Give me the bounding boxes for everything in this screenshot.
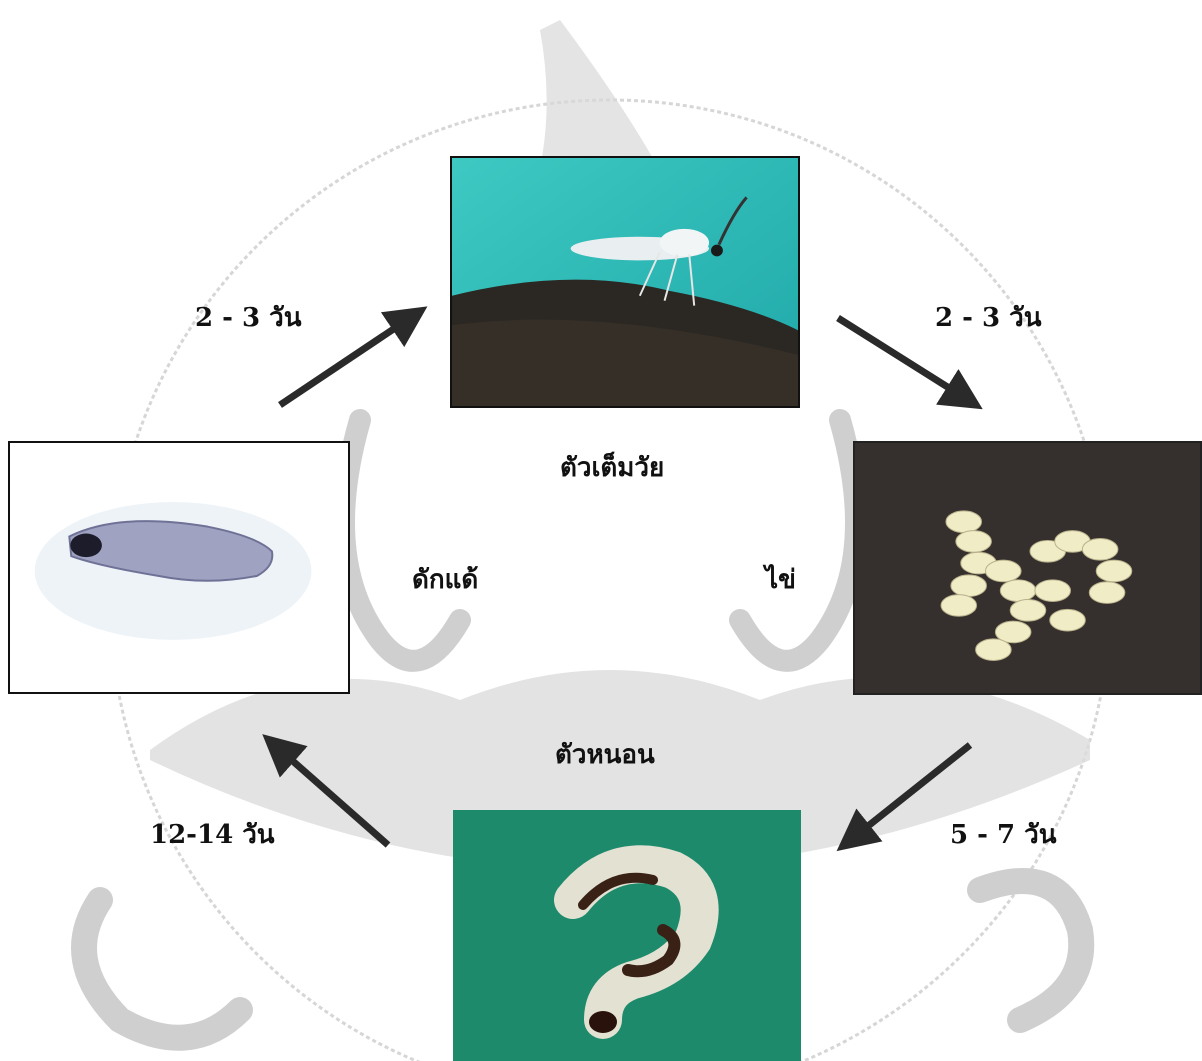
larva-stage-photo — [453, 810, 801, 1061]
egg-stage-photo — [853, 441, 1202, 695]
pupa-stage-photo — [8, 441, 350, 694]
larva-stage-label: ตัวหนอน — [555, 742, 655, 768]
egg-stage-label: ไข่ — [765, 567, 796, 593]
adult-stage-photo — [450, 156, 800, 408]
pupa-stage-label: ดักแด้ — [412, 567, 478, 593]
duration-adult-to-egg: 2 - 3 วัน — [935, 305, 1042, 331]
adult-stage-label: ตัวเต็มวัย — [560, 455, 664, 481]
duration-larva-to-pupa: 12-14 วัน — [150, 822, 275, 848]
duration-egg-to-larva: 5 - 7 วัน — [950, 822, 1057, 848]
duration-pupa-to-adult: 2 - 3 วัน — [195, 305, 302, 331]
